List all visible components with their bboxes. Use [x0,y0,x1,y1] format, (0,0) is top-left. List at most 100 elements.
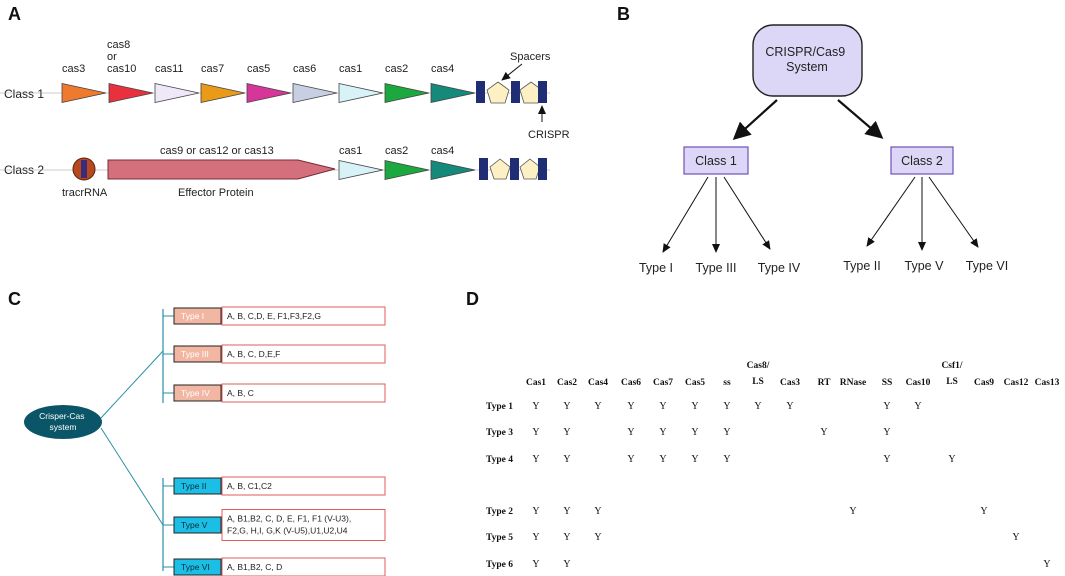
gene-arrow-5 [292,83,338,103]
class2-node [890,146,954,175]
table-cell: Y [563,506,570,517]
gene-arrow-1 [108,83,154,103]
table-header-11: SS [882,378,893,388]
c-type-label: Type VI [181,562,210,572]
crisper-cas-root-node [24,405,102,439]
c-subtype-label: A, B, C [227,388,254,398]
tracrrna-glyph [72,157,96,181]
table-cell: Y [532,454,539,465]
root-to-class1-arrow [732,99,778,140]
table-cell: Y [883,401,890,412]
effector-protein-arrow [107,159,336,180]
repeat-block [479,158,488,180]
panel-d-letter: D [466,289,479,309]
gene-arrow-3 [200,83,246,103]
c-subtype-label: A, B1,B2, C, D, E, F1, F1 (V-U3),F2,G, H… [227,514,351,536]
gene-arrow-0 [61,83,107,103]
type-iv-label: Type IV [758,261,801,275]
table-cell: Y [532,427,539,438]
table-cell: Y [849,506,856,517]
panel-b: B CRISPR/Cas9 System Class 1 Class 2 Typ… [617,4,1008,275]
table-row-label-3: Type 2 [486,507,513,517]
table-cell: Y [563,454,570,465]
type-ii-label: Type II [843,259,881,273]
table-header-6: ss [723,378,731,388]
table-header-3: Cas6 [621,378,641,388]
c-type-box [173,384,222,402]
repeat-block [511,81,520,103]
gene-label-3: cas7 [201,63,224,75]
table-header-12: Cas10 [906,378,931,388]
table-cell: Y [594,506,601,517]
gene-label-2: cas11 [155,63,184,75]
table-row-label-0: Type 1 [486,402,513,412]
table-cell: Y [754,401,761,412]
class2-gene-label-1: cas2 [385,145,408,157]
gene-label-5: cas6 [293,63,316,75]
table-row-label-5: Type 6 [486,560,513,570]
table-cell: Y [948,454,955,465]
c-subtype-box [221,557,386,576]
repeat-block [538,81,547,103]
spacer-pentagon [486,81,510,104]
c-type-box [173,345,222,363]
table-row-label-2: Type 4 [486,455,513,465]
panel-b-letter: B [617,4,630,24]
gene-arrow-7 [384,83,430,103]
class2-gene-label-0: cas1 [339,145,362,157]
class2-to-type-ii-arrow [866,176,916,247]
class1-row-label: Class 1 [4,87,44,101]
table-cell: Y [659,401,666,412]
table-cell: Y [627,454,634,465]
gene-arrow-6 [338,83,384,103]
table-cell: Y [563,427,570,438]
c-subtype-label: A, B, C,D, E, F1,F3,F2,G [227,311,321,321]
c-subtype-label: A, B, C1,C2 [227,481,272,491]
class1-node [683,146,749,175]
c-type-label: Type III [181,349,209,359]
table-cell: Y [659,454,666,465]
table-cell: Y [723,401,730,412]
table-cell: Y [594,532,601,543]
spacer-pentagon [519,158,541,180]
c-subtype-label: A, B, C, D,E,F [227,349,280,359]
table-header-16: Cas13 [1035,378,1060,388]
gene-label-4: cas5 [247,63,270,75]
table-header-7: Cas8/LS [747,361,770,387]
spacers-arrow [501,63,523,81]
table-cell: Y [1012,532,1019,543]
gene-label-8: cas4 [431,63,454,75]
repeat-block [510,158,519,180]
gene-label-6: cas1 [339,63,362,75]
type-iii-label: Type III [696,261,737,275]
table-cell: Y [627,401,634,412]
table-header-0: Cas1 [526,378,546,388]
table-header-5: Cas5 [685,378,705,388]
panel-a-letter: A [8,4,21,24]
tracrrna-label: tracrRNA [62,187,108,199]
table-cell: Y [532,559,539,570]
c-subtype-box [221,509,386,541]
table-cell: Y [723,427,730,438]
c-subtype-box [221,306,386,326]
spacers-label: Spacers [510,51,551,63]
panel-c-letter: C [8,289,21,309]
table-header-10: RNase [840,378,866,388]
table-row-label-4: Type 5 [486,533,513,543]
class2-to-type-vi-arrow [928,176,979,248]
table-header-13: Csf1/LS [941,361,962,387]
crispr-label: CRISPR [528,129,570,141]
crisper-cas-root-text: Crisper-Cas system [39,411,87,432]
c-subtype-label: A, B1,B2, C, D [227,562,282,572]
table-cell: Y [532,401,539,412]
table-cell: Y [691,427,698,438]
c-subtype-box [221,383,386,403]
root-node-text: CRISPR/Cas9 System [765,45,848,74]
class2-gene-arrow-2 [430,160,476,180]
c-subtype-box [221,476,386,496]
